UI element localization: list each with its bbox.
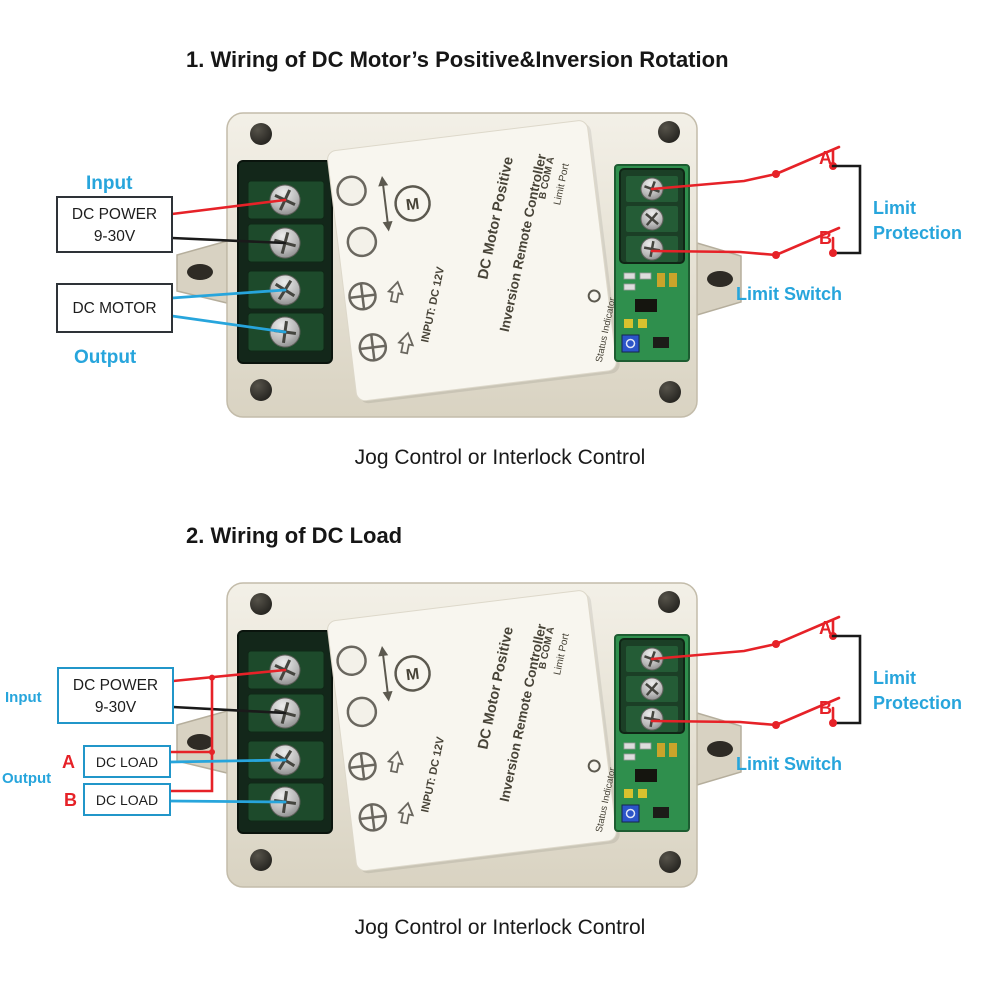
load-b-power-jumper: [168, 676, 214, 793]
dc-power-box-1: [56, 196, 173, 253]
wire-junction-dot: [209, 674, 215, 681]
section1-caption: Jog Control or Interlock Control: [355, 446, 646, 469]
section-2: 2. Wiring of DC Load Input DC POWER 9-30…: [2, 523, 964, 939]
section2-output-label: Output: [2, 770, 51, 787]
wire-junction-dot: [209, 749, 215, 755]
dc-motor-text: DC MOTOR: [72, 300, 156, 317]
dc-load-a-text: DC LOAD: [96, 754, 158, 770]
dc-power-text-line2: 9-30V: [94, 228, 136, 245]
dc-power-text-line1: DC POWER: [72, 206, 157, 223]
dc-power-box-2: [57, 667, 174, 724]
dc-load-a-box: [83, 745, 171, 778]
dc-motor-box: [56, 283, 173, 333]
section1-title: 1. Wiring of DC Motor’s Positive&Inversi…: [186, 47, 729, 72]
section1-output-label: Output: [74, 347, 137, 368]
section2-input-label: Input: [5, 689, 42, 706]
dc-power2-text-line2: 9-30V: [95, 699, 137, 716]
section-1: 1. Wiring of DC Motor’s Positive&Inversi…: [56, 47, 964, 469]
section1-input-label: Input: [86, 173, 133, 194]
load-a-tag: A: [62, 752, 75, 772]
dc-load-b-box: [83, 783, 171, 816]
load-b-tag: B: [64, 790, 77, 810]
section2-caption: Jog Control or Interlock Control: [355, 916, 646, 939]
section2-title: 2. Wiring of DC Load: [186, 523, 402, 548]
dc-power2-text-line1: DC POWER: [73, 677, 158, 694]
section2-input-wires: [168, 668, 287, 804]
controller-device-1: [175, 111, 743, 419]
controller-device-2: [175, 581, 743, 889]
dc-load-b-text: DC LOAD: [96, 792, 158, 808]
section1-input-wires: [170, 198, 287, 334]
